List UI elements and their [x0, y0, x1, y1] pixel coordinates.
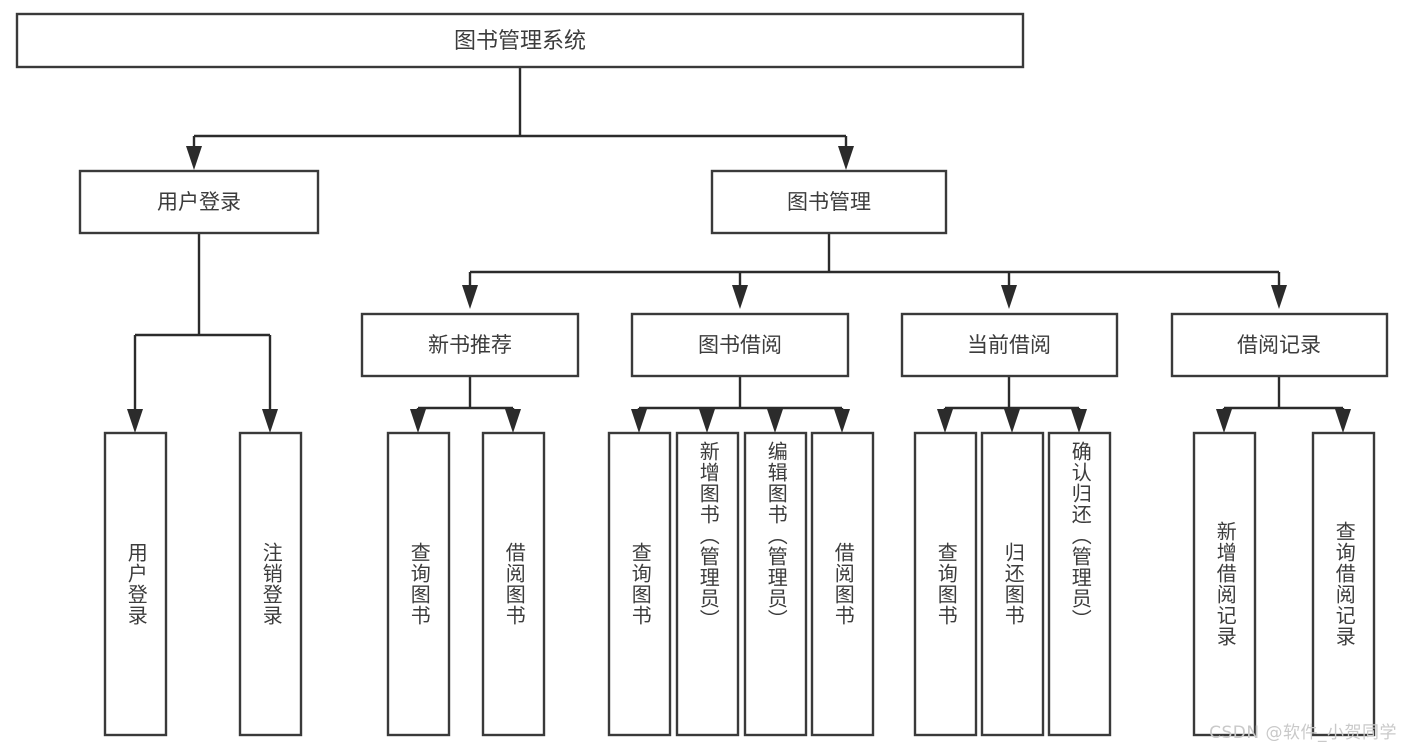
arrow-icon [937, 409, 953, 433]
arrow-icon [732, 285, 748, 309]
watermark: CSDN @软件_小贺同学 [1209, 723, 1397, 743]
arrow-icon [410, 409, 426, 433]
connector-borrow-record-to-leaves [1216, 376, 1351, 433]
node-borrow-record[interactable] [1170, 312, 1389, 378]
connector-new-book-to-leaves [410, 376, 521, 433]
node-root-label: 图书管理系统 [454, 29, 586, 54]
connector-root-to-level2 [186, 67, 854, 170]
arrow-icon [1001, 285, 1017, 309]
node-current-borrow[interactable] [900, 312, 1119, 378]
leaf-box-book-borrow-0[interactable] [607, 431, 672, 737]
leaf-box-current-borrow-2[interactable] [1047, 431, 1112, 737]
connector-current-borrow-to-leaves [937, 376, 1087, 433]
arrow-icon [1216, 409, 1232, 433]
leaf-box-current-borrow-1[interactable] [980, 431, 1045, 737]
leaf-box-current-borrow-0[interactable] [913, 431, 978, 737]
arrow-icon [1271, 285, 1287, 309]
arrow-icon [505, 409, 521, 433]
arrow-icon [699, 409, 715, 433]
node-user-login[interactable] [78, 169, 320, 235]
arrow-icon [462, 285, 478, 309]
connector-book-borrow-to-leaves [631, 376, 850, 433]
arrow-icon [1335, 409, 1351, 433]
leaf-box-borrow-record-1[interactable] [1311, 431, 1376, 737]
arrow-icon [631, 409, 647, 433]
leaf-box-new-book-0[interactable] [386, 431, 451, 737]
arrow-icon [127, 409, 143, 433]
node-current-borrow-label: 当前借阅 [967, 333, 1051, 357]
leaf-box-borrow-record-0[interactable] [1192, 431, 1257, 737]
leaf-box-user-login-0[interactable] [103, 431, 168, 737]
node-book-manage[interactable] [710, 169, 948, 235]
arrow-icon [767, 409, 783, 433]
node-new-book-recommend[interactable] [360, 312, 580, 378]
arrow-icon [834, 409, 850, 433]
leaf-box-book-borrow-1[interactable] [675, 431, 740, 737]
connector-book-manage-to-level3 [462, 233, 1287, 309]
node-user-login-label: 用户登录 [157, 190, 241, 214]
node-book-manage-label: 图书管理 [787, 190, 871, 214]
node-book-borrow-label: 图书借阅 [698, 333, 782, 357]
node-new-book-recommend-label: 新书推荐 [428, 333, 512, 357]
leaf-box-book-borrow-3[interactable] [810, 431, 875, 737]
connector-user-login-to-leaves [127, 233, 278, 433]
leaf-box-new-book-1[interactable] [481, 431, 546, 737]
node-book-borrow[interactable] [630, 312, 850, 378]
leaf-box-user-login-1[interactable] [238, 431, 303, 737]
arrow-icon [838, 146, 854, 170]
leaf-box-book-borrow-2[interactable] [743, 431, 808, 737]
arrow-icon [186, 146, 202, 170]
node-borrow-record-label: 借阅记录 [1237, 333, 1321, 357]
arrow-icon [1071, 409, 1087, 433]
arrow-icon [262, 409, 278, 433]
node-root[interactable] [15, 12, 1025, 69]
arrow-icon [1004, 409, 1020, 433]
